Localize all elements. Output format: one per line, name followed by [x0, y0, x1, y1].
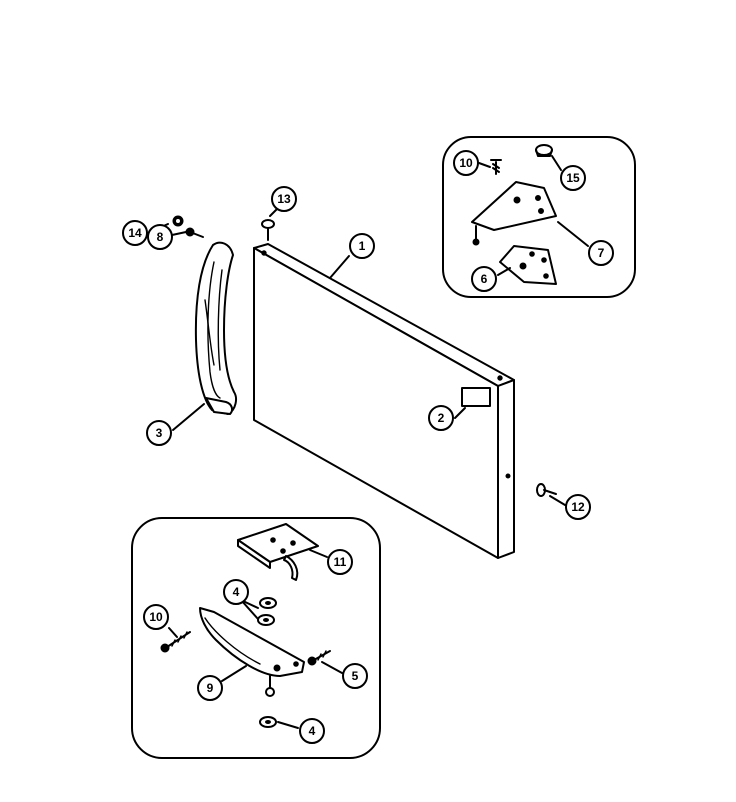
callout-3: 3: [146, 420, 172, 446]
door-handle: [194, 241, 237, 415]
callout-1: 1: [349, 233, 375, 259]
svg-text:5: 5: [352, 669, 359, 683]
inset-panel-hinge: [442, 136, 636, 298]
screw-12: [536, 483, 557, 497]
callout-15: 15: [560, 165, 586, 191]
svg-text:4: 4: [233, 585, 240, 599]
callout-5: 5: [342, 663, 368, 689]
callout-6: 6: [471, 266, 497, 292]
svg-text:10: 10: [149, 610, 163, 624]
screw-10-bottom: [160, 631, 191, 653]
svg-text:9: 9: [207, 681, 214, 695]
callout-14: 14: [122, 220, 148, 246]
washer-4-bottom: [259, 716, 277, 728]
callout-4-top: 4: [223, 579, 249, 605]
svg-text:7: 7: [598, 246, 605, 260]
svg-text:11: 11: [334, 555, 347, 569]
svg-text:13: 13: [277, 192, 291, 206]
washer-4-top: [257, 597, 277, 626]
svg-text:15: 15: [566, 171, 580, 185]
svg-text:6: 6: [481, 272, 488, 286]
svg-text:8: 8: [157, 230, 164, 244]
screw-13: [261, 219, 275, 241]
callout-11: 11: [327, 549, 353, 575]
svg-text:1: 1: [359, 239, 366, 253]
nut-14: [172, 215, 184, 227]
hinge-plate-6: [499, 245, 557, 285]
screw-5: [307, 650, 331, 666]
bracket-11: [237, 523, 319, 581]
cap-15: [535, 144, 553, 157]
svg-text:3: 3: [156, 426, 163, 440]
callout-4-bottom: 4: [299, 718, 325, 744]
inset-panel-bracket: [131, 517, 381, 759]
callout-2: 2: [428, 405, 454, 431]
callout-7: 7: [588, 240, 614, 266]
hinge-7: [471, 181, 557, 246]
header-fragment-right: '''''' '': [600, 0, 618, 7]
callout-13: 13: [271, 186, 297, 212]
svg-text:12: 12: [571, 500, 585, 514]
callout-12: 12: [565, 494, 591, 520]
svg-text:2: 2: [438, 411, 445, 425]
callout-10-bottom: 10: [143, 604, 169, 630]
callout-10-top: 10: [453, 150, 479, 176]
bracket-9: [199, 607, 305, 697]
callout-9: 9: [197, 675, 223, 701]
svg-text:4: 4: [309, 724, 316, 738]
header-fragment-left: ' ' ' ' ': [300, 0, 321, 7]
screw-10-top: [490, 159, 502, 175]
screw-8: [185, 227, 204, 238]
nameplate: [461, 387, 491, 407]
door-panel: [253, 243, 515, 559]
svg-text:14: 14: [128, 226, 142, 240]
svg-text:10: 10: [459, 156, 473, 170]
callout-8: 8: [147, 224, 173, 250]
